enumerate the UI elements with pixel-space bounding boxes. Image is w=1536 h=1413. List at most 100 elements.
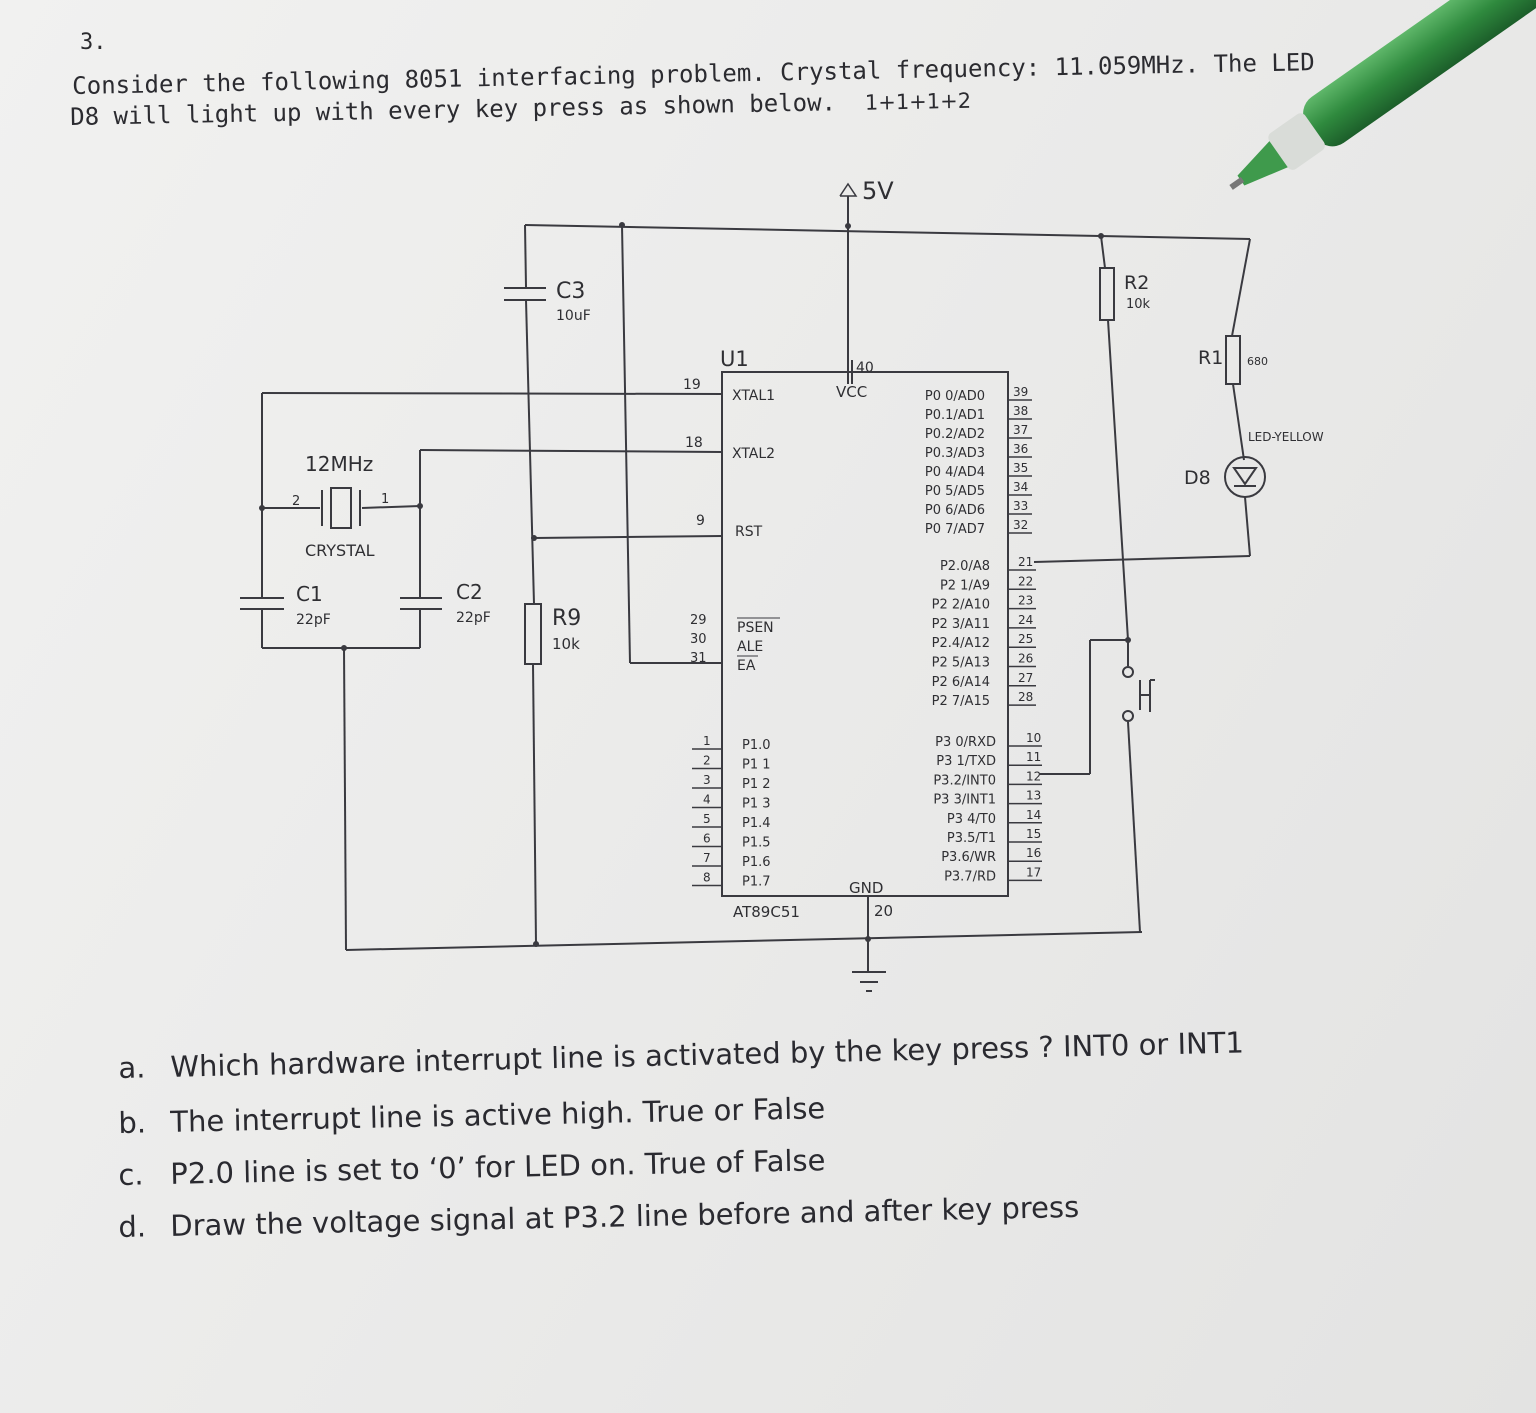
ea-pin-label: EA [737, 658, 756, 674]
c2-value: 22pF [456, 610, 491, 626]
d8-value: LED-YELLOW [1248, 430, 1324, 444]
port0-pin-num-1: 38 [1013, 404, 1028, 418]
port3-pin-label-5: P3.5/T1 [947, 831, 996, 846]
vcc-pin-label: VCC [836, 383, 867, 401]
port2-pin-label-2: P2 2/A10 [932, 598, 990, 613]
port2-pin-num-3: 24 [1018, 613, 1033, 627]
port3-pin-num-0: 10 [1026, 731, 1041, 745]
port1-pin-num-2: 3 [703, 773, 711, 787]
crystal-frequency: 12MHz [305, 452, 373, 476]
port0-pin-label-3: P0.3/AD3 [925, 446, 985, 461]
port1-pin-label-5: P1.5 [742, 836, 771, 851]
port0-pin-num-4: 35 [1013, 461, 1028, 475]
port0-pin-label-1: P0.1/AD1 [925, 408, 985, 423]
port1-pin-label-2: P1 2 [742, 777, 771, 792]
port1-pin-num-4: 5 [703, 812, 711, 826]
r2-value: 10k [1126, 297, 1151, 312]
crystal-12mhz: 12MHz CRYSTAL 2 1 [259, 452, 423, 560]
port2-pin-num-1: 22 [1018, 574, 1033, 588]
port1-pin-label-0: P1.0 [742, 738, 771, 753]
c1-value: 22pF [296, 612, 331, 628]
port0-pin-num-5: 34 [1013, 480, 1028, 494]
port3-pin-label-3: P3 3/INT1 [933, 793, 996, 808]
u1-ref: U1 [720, 347, 749, 371]
port3-pin-num-1: 11 [1026, 750, 1041, 764]
pushbutton-switch [1040, 639, 1155, 933]
psen-pin-label: PSEN [737, 620, 774, 636]
port3-pin-label-2: P3.2/INT0 [933, 773, 996, 788]
port3-pin-num-3: 13 [1026, 789, 1041, 803]
port2-pin-label-3: P2 3/A11 [932, 617, 990, 632]
port3-pin-label-1: P3 1/TXD [936, 754, 996, 769]
port2-pin-label-5: P2 5/A13 [932, 656, 990, 671]
rst-pin-label: RST [735, 524, 763, 540]
question-b-label: b. [118, 1105, 147, 1140]
port3-pin-num-2: 12 [1026, 769, 1041, 783]
ground-return-wire [262, 645, 1143, 951]
port1-pin-label-6: P1.6 [742, 855, 771, 870]
question-number: 3. [80, 30, 107, 55]
port0-pin-label-5: P0 5/AD5 [925, 484, 985, 499]
ale-pin-label: ALE [737, 639, 763, 655]
resistor-r1: R1 680 [1198, 238, 1268, 461]
r1-ref: R1 [1198, 347, 1223, 369]
rst-wire [533, 535, 723, 539]
crystal-pin-right: 1 [381, 492, 389, 507]
vcc-rail [524, 222, 1251, 664]
port2-pin-num-4: 25 [1018, 632, 1033, 646]
port3-pin-num-6: 16 [1026, 846, 1041, 860]
port0-pin-label-4: P0 4/AD4 [925, 465, 985, 480]
port0-pin-label-7: P0 7/AD7 [925, 522, 985, 537]
port0-pin-label-6: P0 6/AD6 [925, 503, 985, 518]
port2-pin-num-0: 21 [1018, 555, 1033, 569]
port1-pin-num-1: 2 [703, 754, 711, 768]
question-d-label: d. [118, 1209, 147, 1244]
c3-ref: C3 [556, 279, 585, 304]
port3-pin-label-7: P3.7/RD [944, 869, 996, 884]
question-a-label: a. [118, 1050, 146, 1085]
resistor-r2: R2 10k [1099, 235, 1151, 643]
port2-pin-num-7: 28 [1018, 690, 1033, 704]
port0-pin-label-0: P0 0/AD0 [925, 389, 985, 404]
port1-pin-num-7: 8 [703, 871, 711, 885]
port3-pin-num-7: 17 [1026, 865, 1041, 879]
c2-ref: C2 [456, 580, 483, 604]
r1-value: 680 [1247, 355, 1268, 368]
c3-value: 10uF [556, 308, 591, 324]
port0-pin-num-0: 39 [1013, 385, 1028, 399]
ic-u1-at89c51: U1 AT89C51 40 VCC GND 20 XTAL1 19 XTAL2 … [683, 347, 1042, 992]
led-d8: D8 LED-YELLOW [1033, 430, 1324, 563]
port1-pin-num-0: 1 [703, 734, 711, 748]
port2-pin-label-1: P2 1/A9 [940, 578, 990, 593]
port1-pin-label-3: P1 3 [742, 797, 771, 812]
supply-label: 5V [862, 177, 894, 205]
capacitor-c1: C1 22pF [240, 582, 331, 648]
psen-pin-num: 29 [690, 613, 707, 628]
xtal1-pin-num: 19 [683, 377, 701, 393]
port1-pin-num-5: 6 [703, 832, 711, 846]
port0-pin-num-3: 36 [1013, 442, 1028, 456]
port1-pin-label-7: P1.7 [742, 875, 771, 890]
resistor-r9: R9 10k [524, 603, 581, 947]
crystal-pin-left: 2 [292, 494, 300, 509]
port0-pin-num-2: 37 [1013, 423, 1028, 437]
port3-pin-num-4: 14 [1026, 808, 1041, 822]
d8-ref: D8 [1184, 467, 1211, 489]
ea-pin-num: 31 [690, 651, 707, 666]
xtal2-pin-num: 18 [685, 435, 703, 451]
xtal1-wire [261, 392, 723, 395]
port1-pin-label-4: P1.4 [742, 816, 771, 831]
xtal2-wire [419, 449, 723, 453]
port3-pin-label-6: P3.6/WR [941, 850, 996, 865]
c1-ref: C1 [296, 582, 323, 606]
port3-pin-num-5: 15 [1026, 827, 1041, 841]
u1-part: AT89C51 [733, 903, 800, 921]
port2-pin-num-2: 23 [1018, 594, 1033, 608]
xtal2-pin-label: XTAL2 [732, 446, 775, 462]
port0-pin-label-2: P0.2/AD2 [925, 427, 985, 442]
r9-value: 10k [552, 635, 580, 653]
